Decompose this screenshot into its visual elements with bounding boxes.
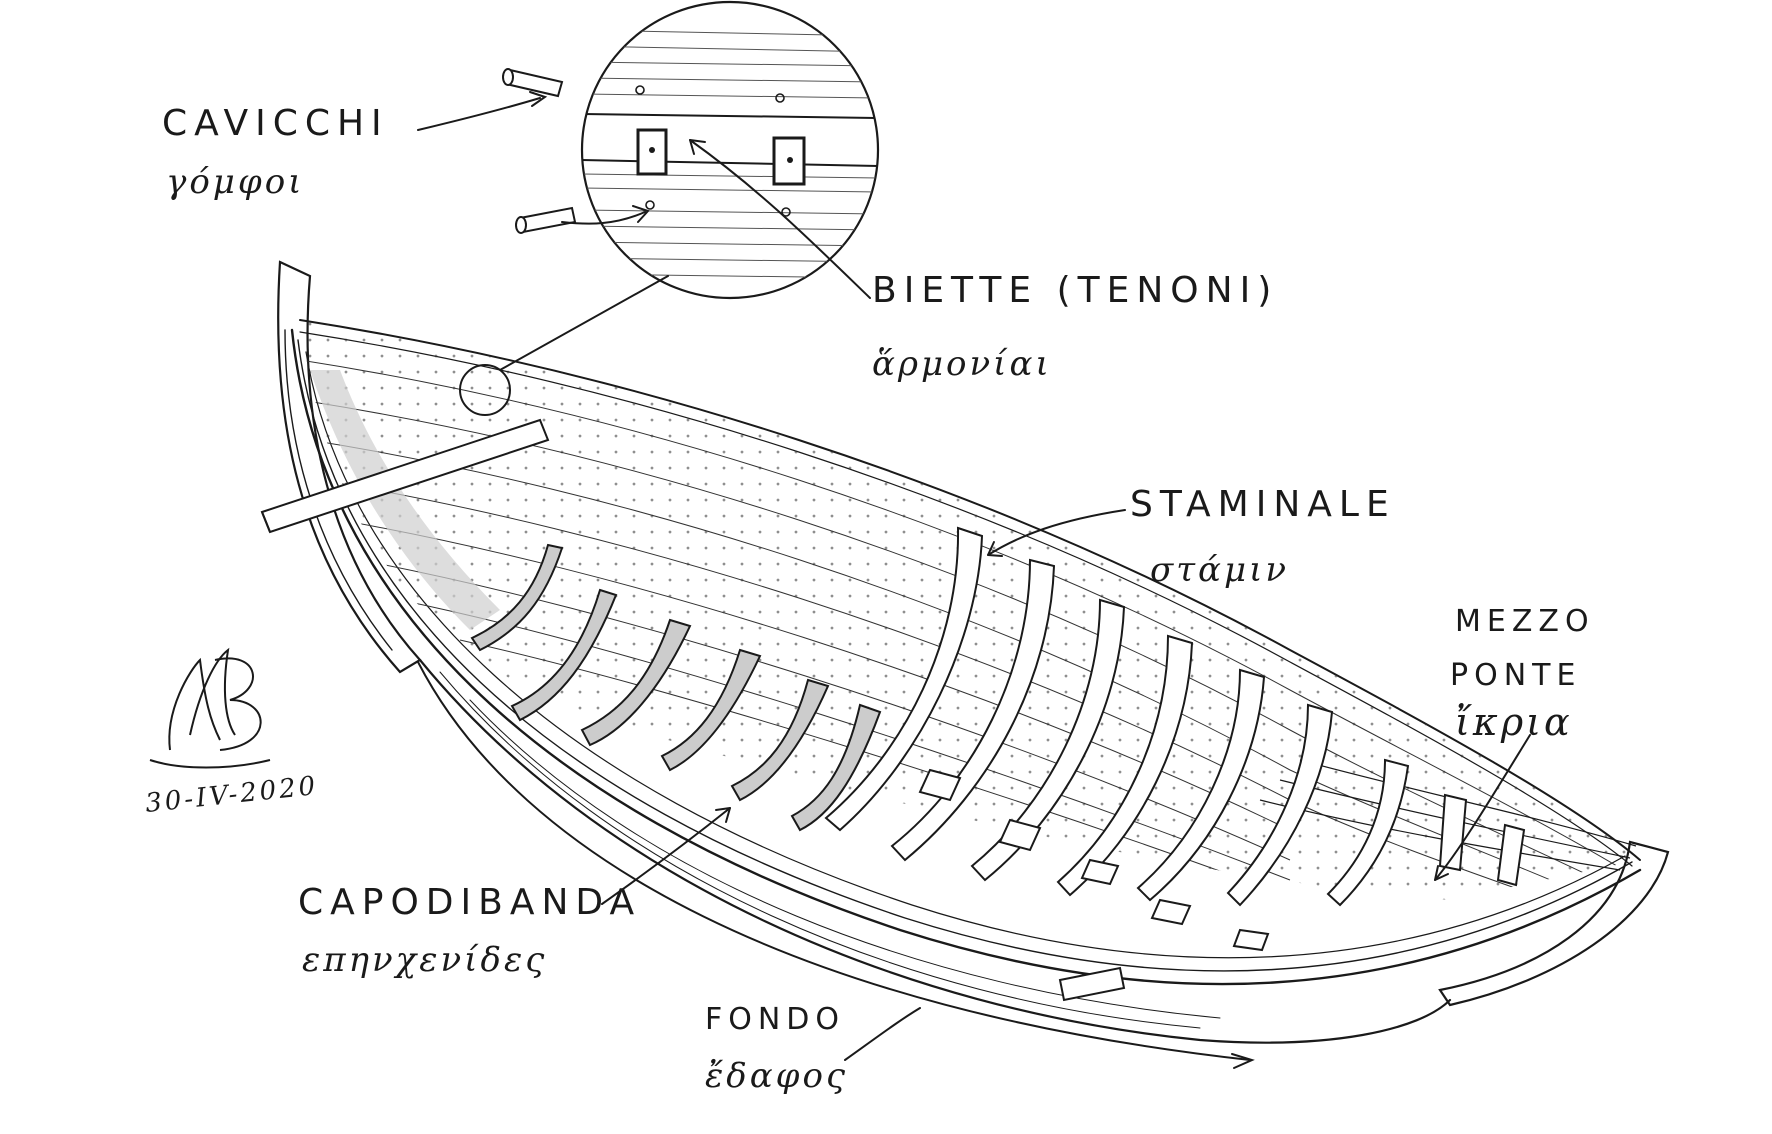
label-cavicchi-greek: γόμφοι [166, 162, 305, 202]
label-staminale-greek: στάμιν [1150, 550, 1290, 590]
label-capodibanda: CAPODIBANDA [298, 882, 642, 923]
label-staminale: STAMINALE [1130, 484, 1396, 525]
stern-shading [310, 370, 500, 630]
label-biette: BIETTE (TENONI) [872, 270, 1279, 311]
label-biette-greek: ἅρμονίαι [872, 344, 1052, 384]
label-capodibanda-greek: επηνχενίδες [302, 940, 548, 980]
label-ponte: PONTE [1450, 658, 1582, 693]
label-mezzo-ponte-greek: ἴκρια [1455, 700, 1573, 744]
frames [470, 526, 1526, 952]
peg-icons [502, 68, 577, 234]
label-fondo-greek: ἔδαφος [705, 1056, 848, 1096]
label-mezzo: MEZZO [1455, 604, 1595, 639]
label-fondo: FONDO [705, 1002, 846, 1037]
detail-marker [459, 364, 511, 416]
label-cavicchi: CAVICCHI [162, 103, 389, 144]
signature-monogram [149, 647, 271, 769]
leader-lines [417, 91, 1531, 1069]
gunwale-block [1058, 966, 1126, 1002]
thwart [260, 418, 550, 534]
detail-circle [580, 0, 880, 300]
